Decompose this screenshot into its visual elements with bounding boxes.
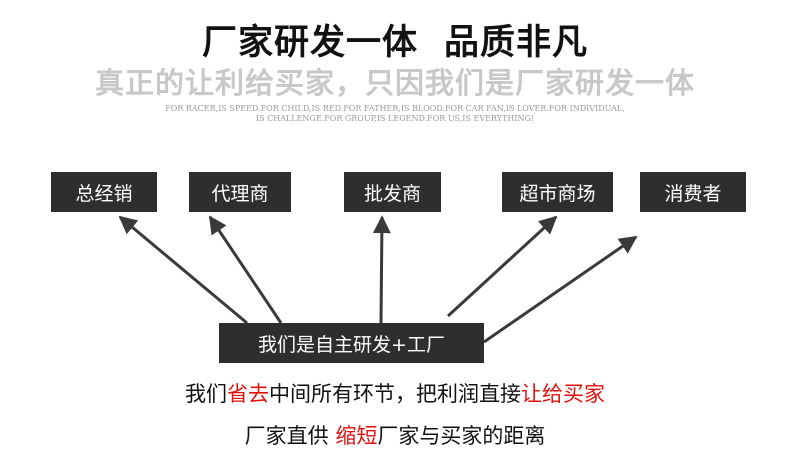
page-title: 厂家研发一体品质非凡 [0, 14, 790, 65]
footer-line-1-part-c: 中间所有环节，把利润直接 [269, 382, 521, 406]
footer-line-1-part-a: 我们 [185, 382, 227, 406]
footer-line-2-part-c: 厂家与买家的距离 [377, 424, 546, 448]
page-subtitle: 真正的让利给买家，只因我们是厂家研发一体 [94, 66, 695, 100]
box-supermarket: 超市商场 [502, 172, 613, 212]
arrow-to-wholesaler [372, 215, 391, 324]
footer-line-2-highlight: 缩短 [335, 424, 378, 448]
box-source-factory: 我们是自主研发+工厂 [219, 323, 484, 363]
arrow-to-general-distributor [118, 215, 248, 325]
arrow-to-agent [208, 215, 283, 324]
title-part-1: 厂家研发一体 [201, 23, 418, 63]
footer-line-1: 我们省去中间所有环节，把利润直接让给买家 [0, 378, 790, 408]
english-slogan: FOR RACER,IS SPEED.FOR CHILD,IS RED.FOR … [130, 104, 660, 124]
box-wholesaler: 批发商 [344, 172, 441, 212]
slogan-line-1: FOR RACER,IS SPEED.FOR CHILD,IS RED.FOR … [165, 104, 625, 113]
box-consumer: 消费者 [640, 172, 746, 212]
slogan-line-2: IS CHALLENGE.FOR GROUP,IS LEGEND.FOR US,… [255, 114, 535, 123]
title-part-2: 品质非凡 [444, 23, 589, 63]
box-agent: 代理商 [189, 172, 291, 212]
footer-line-1-highlight-a: 省去 [227, 382, 269, 406]
footer-line-1-highlight-b: 让给买家 [521, 382, 605, 406]
footer-line-2-part-a: 厂家直供 [244, 424, 336, 448]
box-general-distributor: 总经销 [51, 172, 157, 212]
footer-line-2: 厂家直供 缩短厂家与买家的距离 [0, 420, 790, 450]
arrow-to-consumer [483, 235, 638, 344]
arrow-to-supermarket [446, 215, 558, 318]
